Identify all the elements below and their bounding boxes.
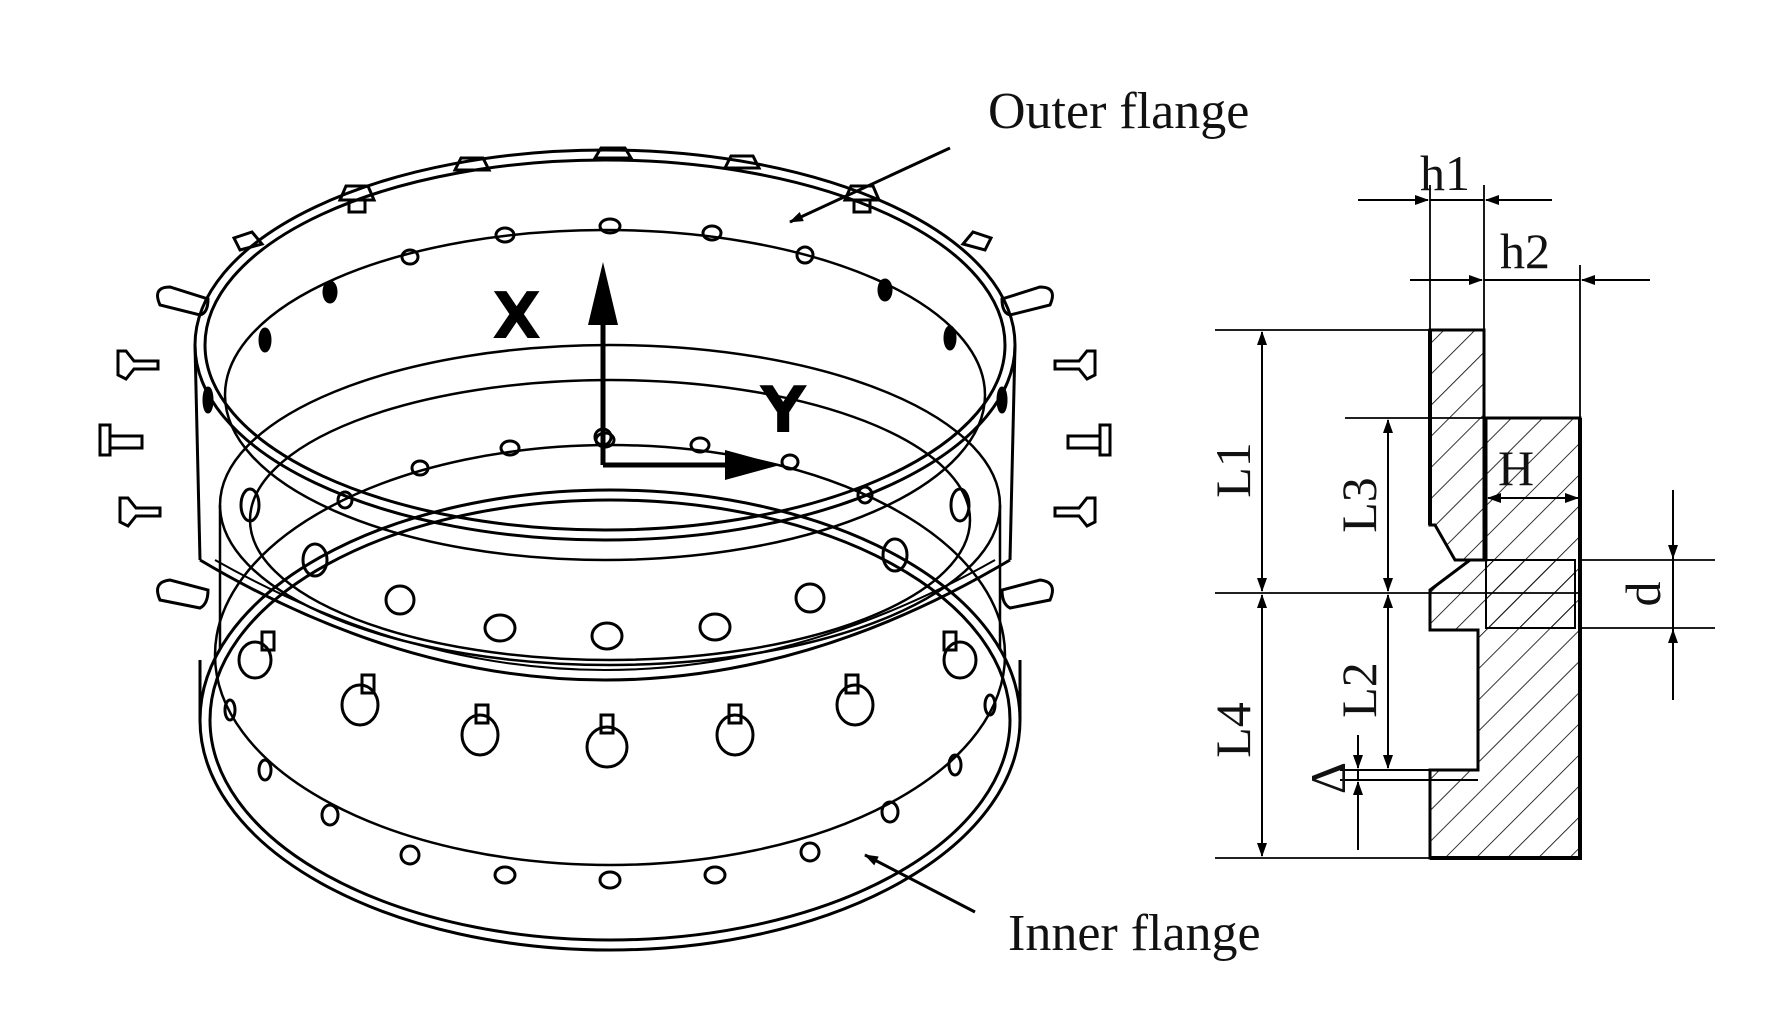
flange-assembly-drawing: X Y [98,146,1112,952]
dim-h2-label: h2 [1500,223,1550,279]
dim-delta-label: Δ [1300,762,1356,794]
dim-L1-label: L1 [1205,442,1261,498]
outer-flange-ring [193,148,1017,682]
dim-L4-label: L4 [1205,702,1261,758]
outer-flange-holes [202,217,1008,651]
outer-flange-bolts [98,146,1112,610]
section-extension-lines [1215,185,1715,859]
outer-flange-label: Outer flange [988,83,1249,140]
outer-flange-leader [789,146,951,224]
dim-d-label: d [1615,582,1671,607]
section-dimension-lines [1257,195,1678,857]
dim-h1-label: h1 [1420,145,1470,201]
inner-flange-leader [864,853,976,914]
inner-flange-bolts [237,630,978,769]
coordinate-axes [588,262,780,480]
dim-L3-label: L3 [1331,477,1387,533]
axis-x-label: X [492,280,541,354]
outer-flange-section [1428,328,1486,562]
inner-flange-label: Inner flange [1008,905,1261,962]
flange-cross-section: h1 h2 H L1 L4 L3 L2 d Δ [1205,145,1715,860]
dim-L2-label: L2 [1331,662,1387,718]
dim-H-label: H [1498,440,1534,496]
axis-y-label: Y [759,374,807,448]
